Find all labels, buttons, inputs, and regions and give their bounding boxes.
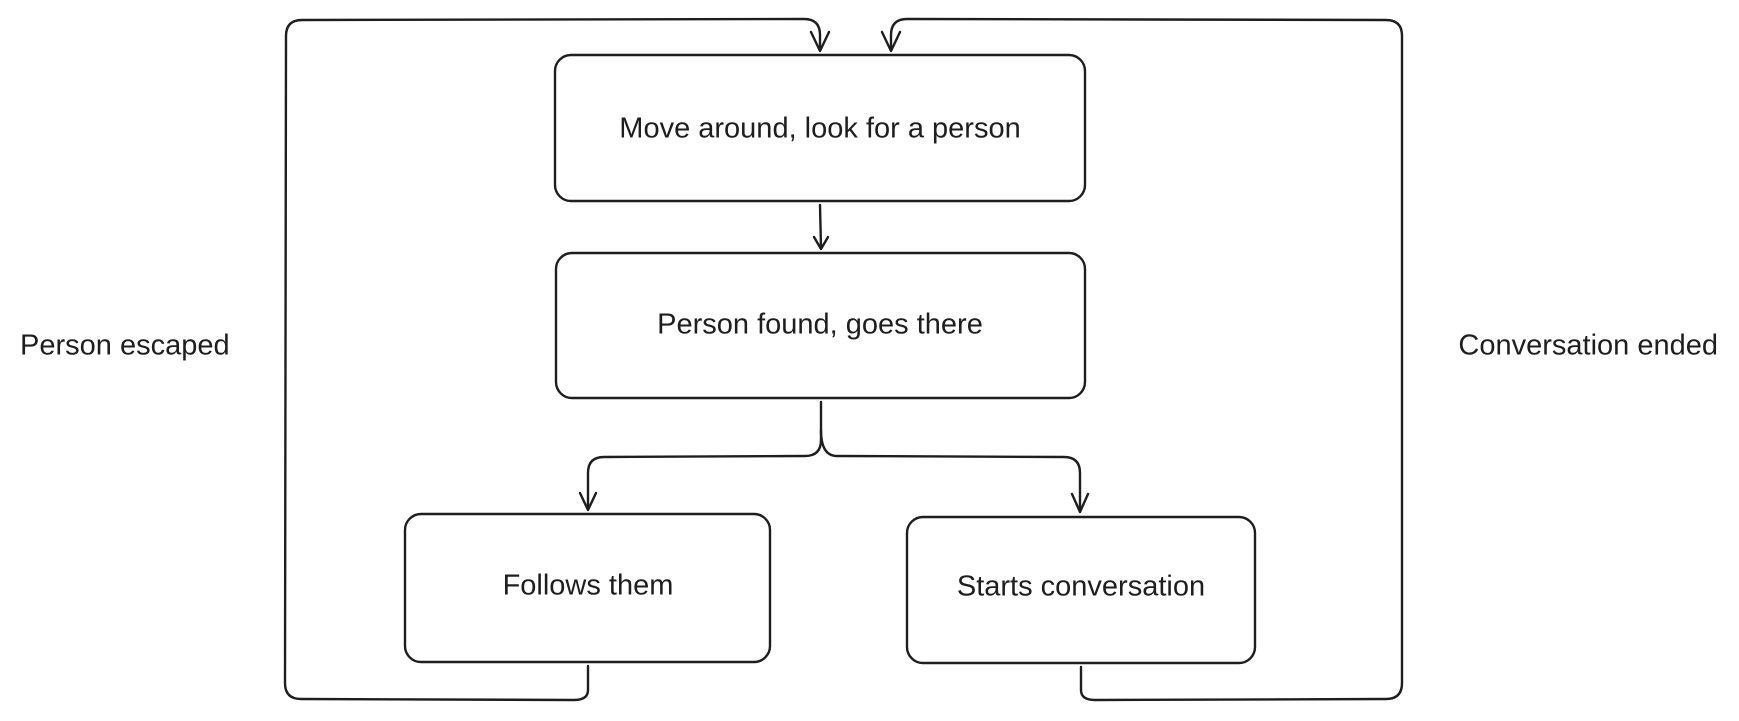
- edge-found-to-talk-arrowhead: [1070, 492, 1090, 514]
- edge-search-to-found-arrowhead: [812, 235, 830, 251]
- edge-found-to-talk-line: [819, 428, 1082, 513]
- node-search-label: Move around, look for a person: [619, 113, 1020, 145]
- edge-found-to-follow: [578, 400, 823, 512]
- node-found-box: [554, 251, 1087, 400]
- edge-label-ended: Conversation ended: [1458, 330, 1718, 362]
- node-follow-box: [403, 512, 772, 664]
- edge-ended-loop-arrowhead: [880, 30, 902, 53]
- node-talk-box: [905, 515, 1257, 665]
- node-talk: Starts conversation: [905, 515, 1257, 665]
- edge-escaped-loop-line: [283, 17, 822, 702]
- node-search: Move around, look for a person: [553, 53, 1087, 203]
- edge-found-to-follow-arrowhead: [578, 491, 598, 512]
- edge-ended-loop-line: [889, 17, 1404, 702]
- node-follow-label: Follows them: [503, 570, 674, 602]
- edge-search-to-found: [812, 203, 830, 251]
- edge-found-to-follow-line: [586, 400, 823, 511]
- edge-ended-loop: Conversation ended: [880, 17, 1718, 702]
- edge-found-to-talk: [819, 428, 1090, 514]
- node-search-box: [553, 53, 1087, 203]
- edge-search-to-found-line: [818, 203, 823, 250]
- node-talk-label: Starts conversation: [957, 571, 1205, 603]
- node-follow: Follows them: [403, 512, 772, 664]
- node-found: Person found, goes there: [554, 251, 1087, 400]
- edge-escaped-loop-arrowhead: [809, 30, 831, 53]
- edge-escaped-loop: Person escaped: [20, 17, 831, 702]
- edge-label-escaped: Person escaped: [20, 330, 230, 362]
- node-found-label: Person found, goes there: [657, 309, 983, 341]
